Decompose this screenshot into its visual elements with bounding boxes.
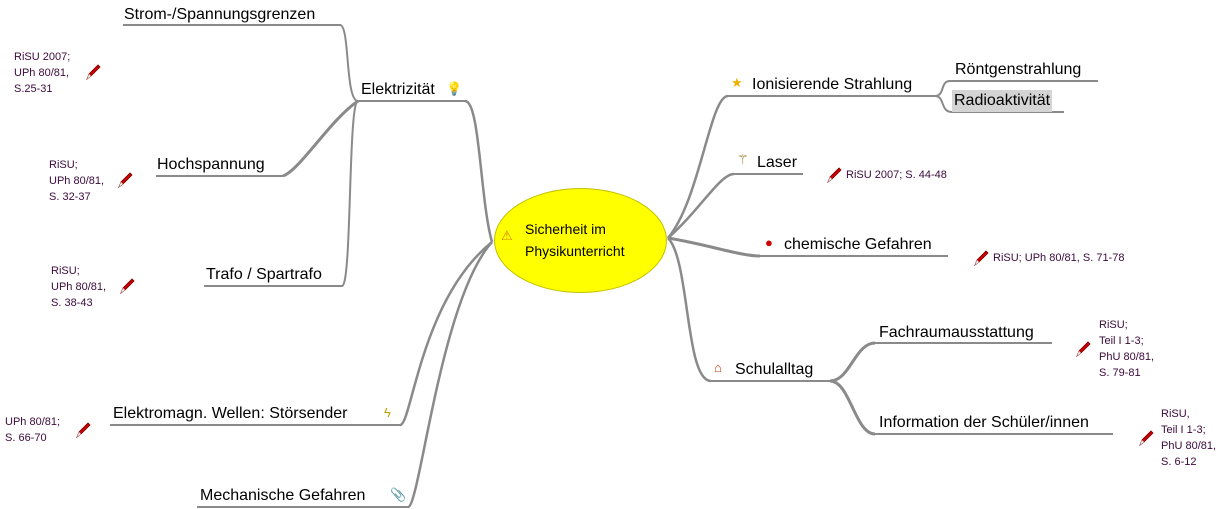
note-chemisch: RiSU; UPh 80/81, S. 71-78 <box>993 252 1125 264</box>
lightbulb-icon: 💡 <box>446 81 463 96</box>
pencil-note-icon[interactable] <box>1075 341 1091 357</box>
note-line: RiSU; <box>51 265 80 277</box>
note-line: S. 79-81 <box>1099 367 1141 379</box>
note-line: S. 66-70 <box>5 432 47 444</box>
note-strom: RiSU 2007; UPh 80/81, S.25-31 <box>14 49 70 97</box>
note-information: RiSU, Teil I 1-3; PhU 80/81, S. 6-12 <box>1161 406 1216 470</box>
note-line: Teil I 1-3; <box>1161 424 1206 436</box>
central-topic[interactable] <box>494 188 667 293</box>
topic-information-schueler[interactable]: Information der Schüler/innen <box>879 414 1089 431</box>
note-line: PhU 80/81, <box>1161 440 1217 452</box>
topic-ionisierende-strahlung[interactable]: Ionisierende Strahlung <box>752 76 913 93</box>
note-line: S. 32-37 <box>49 191 91 203</box>
topic-schulalltag[interactable]: Schulalltag <box>735 361 814 378</box>
topic-fachraumausstattung[interactable]: Fachraumausstattung <box>879 324 1034 341</box>
central-topic-label: Sicherheit im Physikunterricht <box>525 218 625 262</box>
note-line: UPh 80/81, <box>14 67 70 79</box>
topic-elektrizitaet[interactable]: Elektrizität <box>361 81 435 98</box>
note-line: PhU 80/81, <box>1099 351 1155 363</box>
note-line: UPh 80/81, <box>49 175 105 187</box>
pencil-note-icon[interactable] <box>973 250 989 266</box>
note-line: RiSU 2007; <box>14 51 71 63</box>
note-line: S.25-31 <box>14 83 53 95</box>
note-line: S. 38-43 <box>51 297 93 309</box>
pencil-note-icon[interactable] <box>117 172 133 188</box>
topic-chemische-gefahren[interactable]: chemische Gefahren <box>784 236 932 253</box>
note-line: RiSU; <box>49 159 78 171</box>
paperclip-icon: 📎 <box>390 487 407 502</box>
warning-icon: ⚠ <box>501 228 513 243</box>
topic-mechanische-gefahren[interactable]: Mechanische Gefahren <box>200 487 366 504</box>
pencil-note-icon[interactable] <box>85 64 101 80</box>
topic-laser[interactable]: Laser <box>757 154 798 171</box>
traffic-light-icon: ● <box>765 235 773 250</box>
note-line: RiSU, <box>1161 408 1190 420</box>
pencil-note-icon[interactable] <box>826 167 842 183</box>
pencil-note-icon[interactable] <box>119 278 135 294</box>
note-laser: RiSU 2007; S. 44-48 <box>846 169 947 181</box>
central-title-line2: Physikunterricht <box>525 243 625 259</box>
note-line: Teil I 1-3; <box>1099 335 1144 347</box>
note-wellen: UPh 80/81; S. 66-70 <box>5 414 60 446</box>
pencil-note-icon[interactable] <box>1138 430 1154 446</box>
note-line: UPh 80/81, <box>51 281 107 293</box>
note-hochspannung: RiSU; UPh 80/81, S. 32-37 <box>49 157 104 205</box>
topic-strom-spannungsgrenzen[interactable]: Strom-/Spannungsgrenzen <box>124 6 316 23</box>
topic-hochspannung[interactable]: Hochspannung <box>157 156 265 173</box>
lightning-icon: ϟ <box>384 405 391 420</box>
note-trafo: RiSU; UPh 80/81, S. 38-43 <box>51 263 106 311</box>
pencil-note-icon[interactable] <box>75 422 91 438</box>
house-icon: ⌂ <box>714 360 722 375</box>
topic-roentgenstrahlung[interactable]: Röntgenstrahlung <box>955 61 1082 78</box>
note-fachraum: RiSU; Teil I 1-3; PhU 80/81, S. 79-81 <box>1099 317 1154 381</box>
topic-radioaktivitaet[interactable]: Radioaktivität <box>952 90 1053 112</box>
star-icon: ★ <box>731 75 743 90</box>
topic-trafo-spartrafo[interactable]: Trafo / Spartrafo <box>206 266 322 283</box>
topic-elektromagn-wellen[interactable]: Elektromagn. Wellen: Störsender <box>113 405 348 422</box>
central-title-line1: Sicherheit im <box>525 221 606 237</box>
note-line: UPh 80/81; <box>5 416 61 428</box>
magic-wand-icon: ⚚ <box>737 152 749 167</box>
note-line: S. 6-12 <box>1161 456 1197 468</box>
note-line: RiSU; <box>1099 319 1128 331</box>
